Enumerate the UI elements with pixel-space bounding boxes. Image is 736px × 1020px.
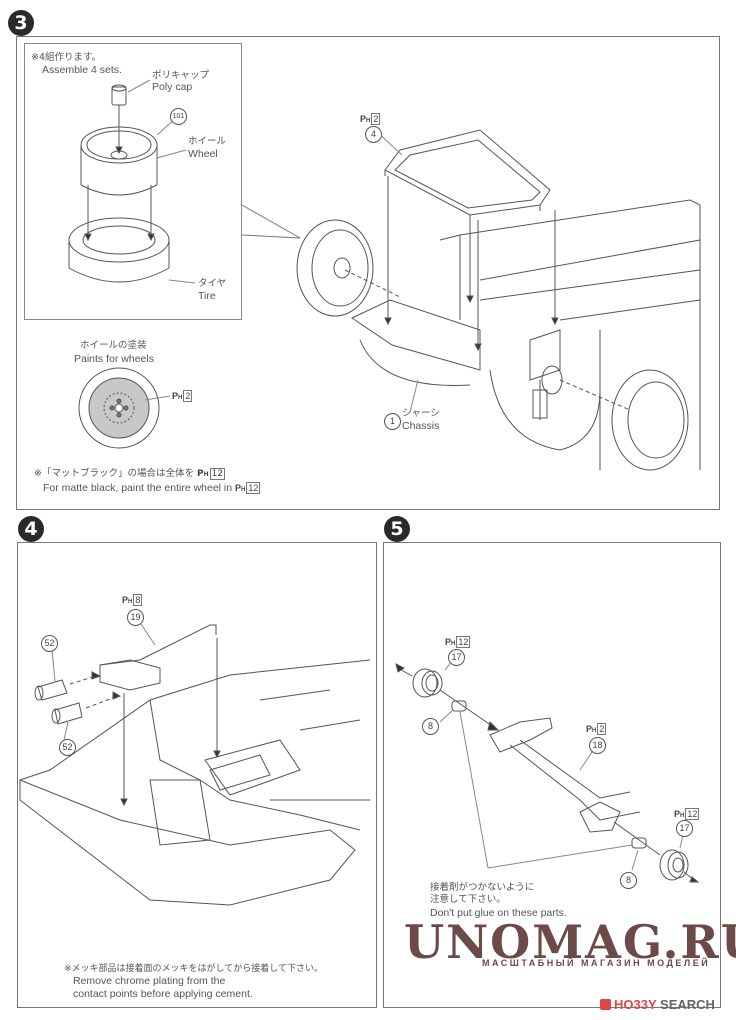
paint-prefix: P: [197, 469, 204, 479]
glue-note-jp-2: 注意して下さい。: [430, 894, 506, 905]
chrome-note-en-1: Remove chrome plating from the: [73, 975, 226, 987]
step-4-frame: [17, 542, 377, 1008]
tire-label-jp: タイヤ: [198, 278, 227, 289]
paint-prefix-sub: H: [128, 599, 133, 605]
frame-part-4-drawing: [384, 129, 551, 221]
part-number-19: 19: [127, 609, 144, 626]
paint-prefix-sub: H: [241, 487, 246, 493]
part-number-1: 1: [384, 413, 401, 430]
inset-note-en: Assemble 4 sets.: [42, 64, 122, 76]
wheel-label-en: Wheel: [188, 148, 218, 160]
part-number-8-left: 8: [422, 718, 439, 735]
hub-right-drawing: [659, 849, 689, 881]
chrome-note-en-2: contact points before applying cement.: [73, 988, 253, 1000]
paint-wheels-title-jp: ホイールの塗装: [80, 340, 147, 351]
paint-number: 12: [209, 468, 226, 480]
hub-left-drawing: [412, 668, 443, 698]
part-number-52-upper: 52: [41, 635, 58, 652]
paint-number: 2: [597, 723, 607, 735]
unomag-watermark: UNOMAG.RU: [404, 915, 736, 969]
chassis-drawing: [350, 199, 701, 470]
paint-number: 12: [456, 636, 471, 648]
paint-prefix: P: [172, 391, 179, 401]
part-number-52-lower: 52: [59, 739, 76, 756]
hobbysearch-icon: [600, 999, 611, 1010]
hobbysearch-hobby: HO33Y: [614, 997, 657, 1012]
exhaust-tip-lower-drawing: [51, 702, 83, 725]
paint-prefix: P: [122, 595, 129, 605]
tire-drawing: [68, 217, 170, 283]
glue-note-en: Don't put glue on these parts.: [430, 907, 567, 919]
tire-label-en: Tire: [198, 290, 216, 302]
chassis-label-en: Chassis: [402, 420, 440, 432]
rear-wheel-right-drawing: [611, 369, 689, 471]
unomag-watermark-subtitle: МАСШТАБНЫЙ МАГАЗИН МОДЕЛЕЙ: [482, 958, 711, 968]
paint-number: 2: [183, 390, 193, 402]
part-number-18: 18: [589, 737, 606, 754]
chrome-note-jp: ※メッキ部品は接着面のメッキをはがしてから接着して下さい。: [64, 964, 324, 974]
paint-number: 8: [133, 594, 143, 606]
paint-prefix-sub: H: [451, 641, 456, 647]
axle-part-18-drawing: [489, 717, 641, 833]
paint-prefix-sub: H: [680, 813, 685, 819]
paint-prefix: P: [235, 483, 242, 493]
rail-part-19-drawing: [99, 624, 217, 691]
paint-prefix: P: [360, 114, 367, 124]
part-number-101: 101: [170, 108, 187, 125]
paint-prefix-sub: H: [592, 728, 597, 734]
wheel-paint-diagram: [78, 367, 160, 449]
wheel-label-jp: ホイール: [188, 136, 227, 147]
paint-wheels-title-en: Paints for wheels: [74, 353, 154, 365]
part-number-8-right: 8: [620, 872, 637, 889]
paint-prefix-sub: H: [203, 471, 209, 478]
paint-number: 12: [246, 482, 261, 494]
matte-note-en-text: For matte black, paint the entire wheel …: [43, 482, 233, 494]
poly-cap-label-en: Poly cap: [152, 81, 193, 93]
part-number-17-right: 17: [676, 820, 693, 837]
front-wheel-left-drawing: [296, 219, 374, 317]
step-3-frame: [16, 36, 720, 510]
paint-prefix: P: [674, 809, 681, 819]
wheel-drawing: [80, 126, 158, 196]
hobbysearch-logo: HO33Y SEARCH: [600, 997, 715, 1012]
exhaust-tip-upper-drawing: [34, 679, 68, 701]
part-number-4: 4: [365, 126, 382, 143]
glue-note-jp-1: 接着剤がつかないように: [430, 882, 535, 893]
step-5-frame: [383, 542, 721, 1008]
step-3-badge: 3: [8, 10, 34, 36]
paint-number: 2: [371, 113, 381, 125]
chassis-label-jp: シャーシ: [402, 408, 440, 419]
paint-prefix-sub: H: [178, 395, 183, 401]
paint-number: 12: [685, 808, 700, 820]
matte-note-en: For matte black, paint the entire wheel …: [43, 482, 261, 496]
rear-floor-pan-drawing: [19, 659, 371, 906]
paint-prefix: P: [445, 637, 452, 647]
part-number-17-left: 17: [448, 649, 465, 666]
poly-cap-drawing: [111, 84, 127, 106]
paint-prefix-sub: H: [366, 118, 371, 124]
inset-note-jp: ※4組作ります。: [31, 52, 102, 63]
step-5-badge: 5: [384, 516, 410, 542]
hobbysearch-search: SEARCH: [660, 997, 715, 1012]
paint-prefix: P: [586, 724, 593, 734]
matte-note-jp-text: ※「マットブラック」の場合は全体を: [34, 468, 194, 479]
poly-cap-label-jp: ポリキャップ: [152, 70, 210, 81]
step-4-badge: 4: [18, 516, 44, 542]
pin-left-drawing: [451, 700, 467, 712]
pin-right-drawing: [631, 837, 647, 849]
